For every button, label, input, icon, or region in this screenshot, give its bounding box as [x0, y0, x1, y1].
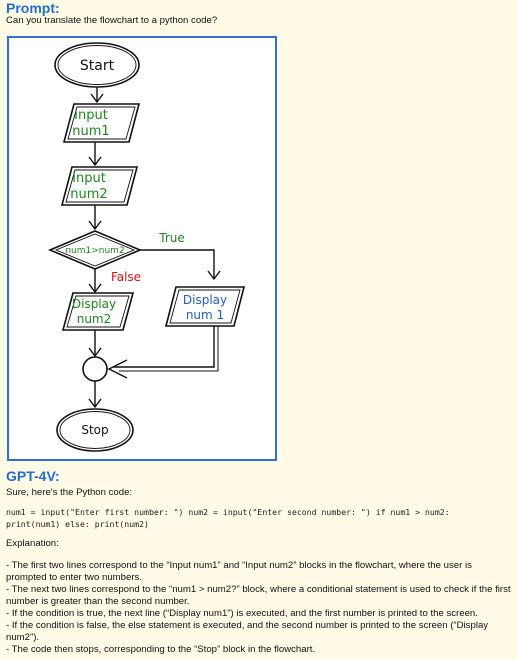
- explanation-bullet-3: - If the condition is true, the next lin…: [6, 608, 478, 619]
- flowchart-diagram: Start Input num1 Input num2 num1>num2 Tr…: [47, 42, 246, 452]
- prompt-heading: Prompt:: [6, 0, 60, 16]
- prompt-text: Can you translate the flowchart to a pyt…: [6, 15, 218, 26]
- answer-heading: GPT-4V:: [6, 468, 60, 484]
- input-num1-node: [62, 103, 141, 143]
- stop-node: [56, 408, 134, 452]
- true-label: True: [158, 231, 185, 245]
- explanation-heading: Explanation:: [6, 538, 59, 549]
- display-num1-node: [164, 286, 246, 327]
- explanation-bullet-2: - The next two lines correspond to the “…: [6, 584, 511, 607]
- explanation-bullet-4: - If the condition is false, the else st…: [6, 620, 489, 643]
- display1-line1: Display: [183, 293, 227, 307]
- flowchart-image: Start Input num1 Input num2 num1>num2 Tr…: [7, 36, 277, 461]
- code-line-1: num1 = input("Enter first number: ") num…: [6, 507, 450, 517]
- input2-line1: Input: [72, 171, 106, 186]
- display-num2-node: [61, 292, 135, 331]
- connector-node: [82, 356, 108, 382]
- display1-line2: num 1: [186, 308, 224, 322]
- code-line-2: print(num1) else: print(num2): [6, 519, 149, 529]
- input1-line2: num1: [72, 124, 109, 139]
- false-label: False: [111, 270, 141, 284]
- answer-intro: Sure, here's the Python code:: [6, 487, 133, 498]
- input2-line2: num2: [70, 187, 107, 202]
- stop-label: Stop: [81, 423, 108, 437]
- display2-line1: Display: [72, 297, 116, 311]
- input1-line1: Input: [74, 108, 108, 123]
- explanation-bullet-1: - The first two lines correspond to the …: [6, 560, 472, 583]
- condition-label: num1>num2: [65, 246, 124, 256]
- start-label: Start: [80, 58, 115, 74]
- input-num2-node: [60, 166, 139, 206]
- explanation-bullet-5: - The code then stops, corresponding to …: [6, 644, 316, 655]
- display2-line2: num2: [77, 312, 112, 326]
